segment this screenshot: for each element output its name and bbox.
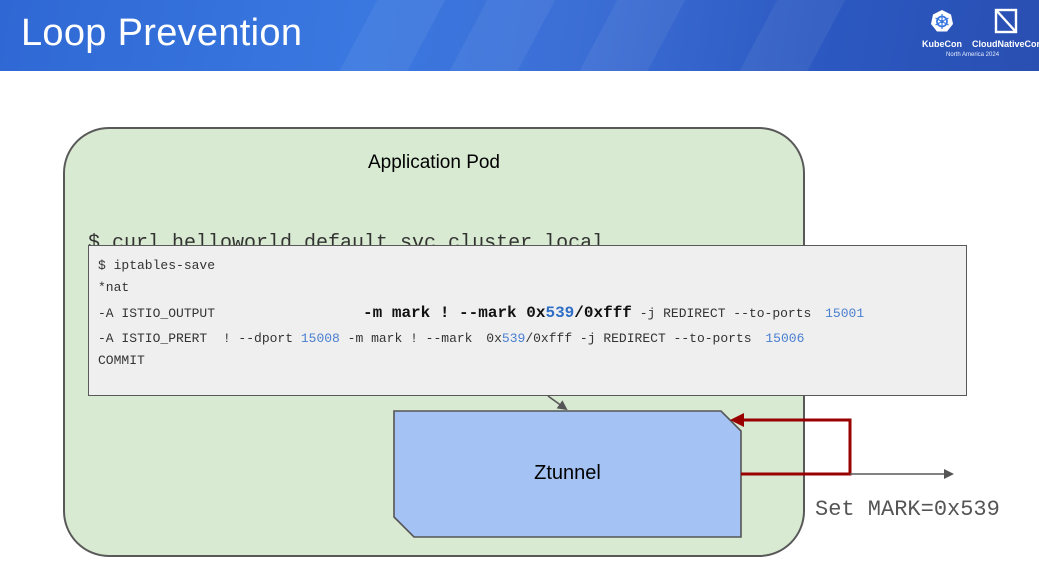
application-pod-label: Application Pod (367, 152, 501, 173)
prert-dport: 15008 (300, 331, 340, 346)
terminal-line-command: $ iptables-save (98, 258, 216, 273)
cncf-icon (994, 8, 1017, 34)
rule-mark-text: -m mark ! --mark 0x (363, 304, 546, 322)
event-subtitle: North America 2024 (946, 52, 1000, 58)
terminal-line-commit: COMMIT (98, 353, 145, 368)
kubernetes-wheel-icon (931, 10, 953, 32)
kubecon-text: KubeCon (922, 39, 962, 49)
rule-mark-mask: /0xfff (574, 304, 632, 322)
prert-redirect: -j REDIRECT --to-ports (572, 331, 760, 346)
prert-port: 15006 (765, 331, 805, 346)
cncf-text: CloudNativeCon (972, 39, 1039, 49)
prert-mark-value: 539 (501, 331, 526, 346)
pod-to-ztunnel-arrow (547, 395, 568, 411)
rule-mark-value: 539 (545, 304, 575, 322)
set-mark-label: Set MARK=0x539 (815, 497, 1000, 522)
prert-mark-mask: /0xfff (525, 331, 573, 346)
kubecon-logo: KubeCon (920, 8, 964, 49)
terminal-line-output-rule: -A ISTIO_OUTPUT -m mark ! --mark 0x539/0x… (98, 304, 864, 322)
prert-mark-prefix: 0x (486, 331, 502, 346)
rule-chain: -A ISTIO_OUTPUT (98, 306, 216, 321)
loop-arrow (730, 413, 852, 476)
rule-mark-match: -m mark ! --mark 0x539/0xfff (363, 304, 632, 322)
rule-redirect: -j REDIRECT --to-ports (631, 306, 820, 321)
prert-mark-text: -m mark ! --mark (339, 331, 481, 346)
terminal-line-prerouting-rule: -A ISTIO_PRERT ! --dport 15008 -m mark !… (98, 331, 804, 346)
iptables-terminal: $ iptables-save *nat -A ISTIO_OUTPUT -m m… (88, 245, 967, 396)
prert-chain: -A ISTIO_PRERT ! --dport (98, 331, 301, 346)
slide-title: Loop Prevention (21, 12, 303, 54)
terminal-line-table: *nat (98, 280, 130, 295)
cncf-logo: CloudNativeCon (972, 8, 1039, 49)
ztunnel-box (393, 410, 742, 538)
rule-port: 15001 (825, 306, 865, 321)
ztunnel-label: Ztunnel (534, 462, 601, 484)
slide-header: Loop Prevention KubeCon CloudNativeCon N… (0, 0, 1039, 71)
